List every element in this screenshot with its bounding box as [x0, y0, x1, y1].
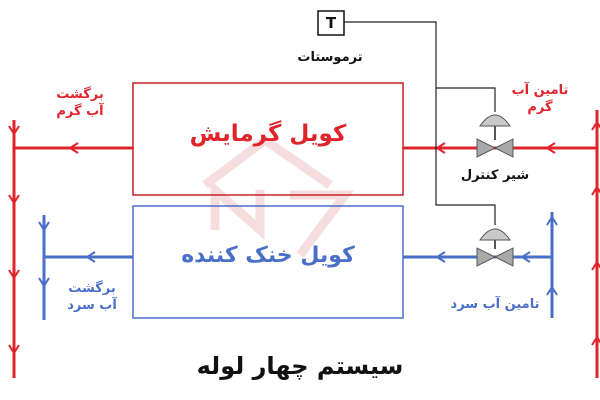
flow-arrow: [8, 269, 20, 280]
flow-arrow: [591, 335, 600, 346]
hot-control-valve-icon: [476, 114, 514, 158]
cold-water-return-label: برگشت آب سرد: [52, 280, 132, 314]
flow-arrow: [546, 215, 558, 226]
flow-arrow: [38, 221, 50, 232]
heating-coil-box: [132, 82, 404, 196]
flow-arrow: [8, 344, 20, 355]
flow-arrow: [591, 260, 600, 271]
cold-control-valve-icon: [476, 228, 514, 267]
hot-water-supply-line1: تامین آب: [511, 83, 569, 98]
control-wiring: [344, 21, 496, 225]
watermark-logo: [202, 134, 354, 258]
hot-water-supply-label: تامین آب گرم: [500, 82, 580, 116]
flow-arrow: [8, 125, 20, 136]
flow-arrow: [546, 285, 558, 296]
flow-arrow: [38, 277, 50, 288]
thermostat-symbol: T: [325, 14, 337, 32]
flow-arrow: [591, 185, 600, 196]
hot-water-return-line1: برگشت: [56, 87, 104, 102]
cold-water-supply-label: تامین آب سرد: [450, 297, 540, 312]
flow-arrow: [85, 251, 96, 263]
hot-water-return-line2: آب گرم: [56, 104, 104, 119]
flow-arrow: [545, 142, 556, 154]
flow-arrow: [8, 194, 20, 205]
flow-arrow: [520, 251, 531, 263]
hot-water-circuit: [8, 110, 600, 378]
flow-arrow: [591, 120, 600, 131]
cooling-coil-label: کویل خنک کننده: [181, 243, 355, 268]
flow-arrow: [435, 142, 446, 154]
heating-coil-label: کویل گرمایش: [189, 121, 347, 147]
control-valve-label: شیر کنترل: [460, 168, 530, 183]
flow-arrow: [68, 142, 79, 154]
thermostat-label: ترموستات: [297, 50, 363, 65]
diagram-title: سیستم چهار لوله: [196, 352, 404, 380]
flow-arrow: [435, 251, 446, 263]
cooling-coil-box: [132, 205, 404, 319]
cold-water-return-line1: برگشت: [68, 281, 116, 296]
hot-water-supply-line2: گرم: [527, 100, 553, 115]
thermostat-box: [317, 10, 345, 36]
hot-water-return-label: برگشت آب گرم: [40, 86, 120, 120]
cold-water-return-line2: آب سرد: [67, 298, 117, 313]
